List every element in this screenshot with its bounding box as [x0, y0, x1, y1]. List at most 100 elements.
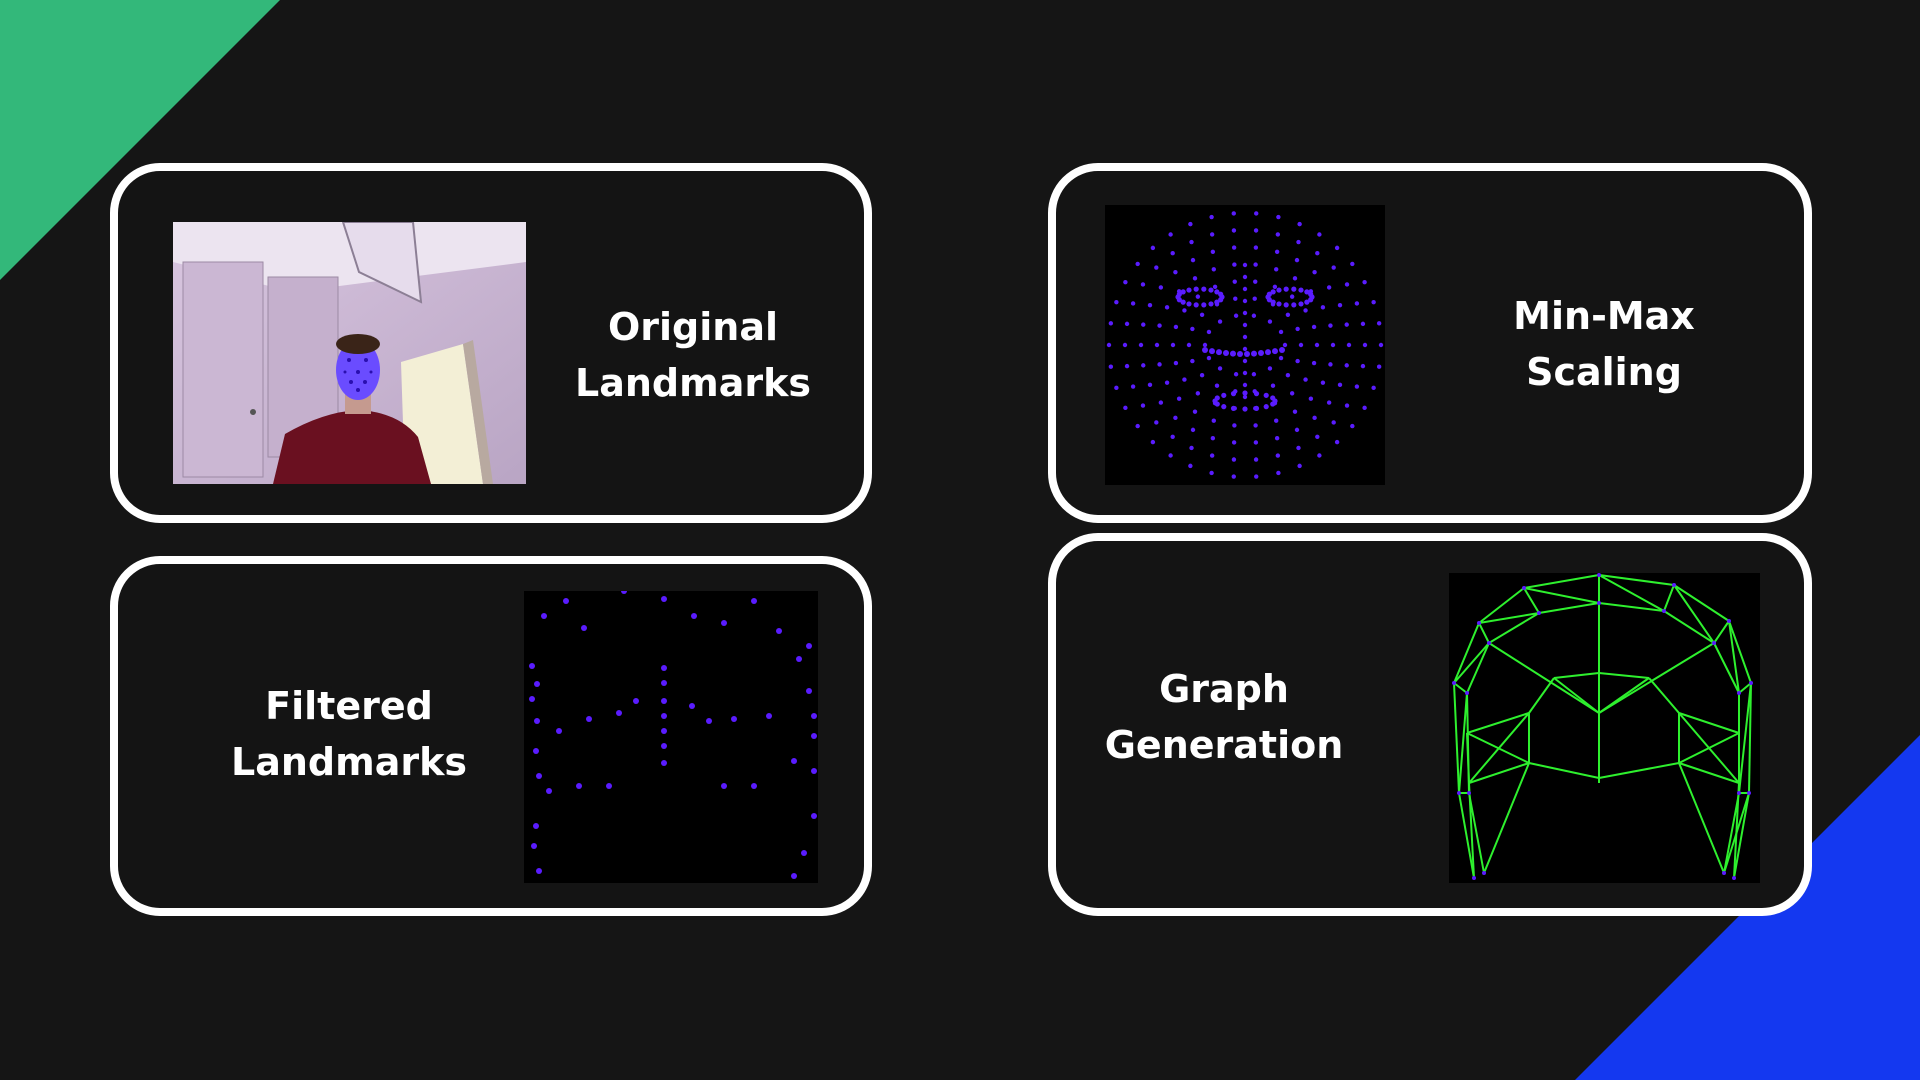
landmark-dot: [1272, 284, 1278, 289]
landmark-dot: [1252, 296, 1257, 301]
landmark-dot: [1465, 691, 1469, 695]
landmark-dot: [534, 718, 540, 724]
landmark-dot: [1208, 287, 1214, 293]
landmark-dot: [1232, 423, 1237, 428]
graph-edge: [1748, 682, 1752, 794]
landmark-dot: [1253, 440, 1259, 445]
landmark-dot: [1315, 251, 1320, 256]
landmark-dot: [1308, 396, 1314, 401]
landmark-dot: [1210, 436, 1216, 441]
landmark-dot: [1537, 611, 1541, 615]
landmark-dot: [1737, 791, 1741, 795]
landmark-dot: [1344, 363, 1349, 368]
landmark-dot: [1376, 321, 1382, 326]
graph-edge: [1663, 584, 1675, 612]
landmark-dot: [1303, 377, 1308, 382]
landmark-dot: [1158, 400, 1164, 405]
landmark-dot: [1192, 409, 1198, 414]
graph-edge: [1728, 620, 1740, 694]
landmark-dot: [661, 728, 667, 734]
landmark-dot: [751, 783, 757, 789]
graph-edge: [1598, 574, 1665, 612]
landmark-dot: [806, 688, 812, 694]
landmark-dot: [1237, 350, 1243, 357]
landmark-dot: [1487, 641, 1491, 645]
landmark-dot: [534, 681, 540, 687]
landmark-dot: [1206, 355, 1212, 361]
landmark-dot: [661, 596, 667, 602]
landmark-dot: [1140, 403, 1146, 408]
graph-edge: [1453, 682, 1460, 794]
landmark-dot: [1482, 871, 1486, 875]
landmark-dot: [1311, 324, 1317, 330]
landmark-dot: [689, 703, 695, 709]
landmark-dot: [1231, 245, 1237, 250]
landmark-dot: [1376, 364, 1382, 369]
graph-edge: [1598, 677, 1650, 714]
label-original-landmarks: Original Landmarks: [575, 305, 811, 405]
landmark-dot: [1180, 299, 1186, 305]
landmark-dot: [1242, 406, 1248, 412]
label-graph-generation: Graph Generation: [1104, 667, 1344, 767]
landmark-dot: [1298, 287, 1304, 293]
graph-edge: [1673, 584, 1715, 644]
graph-edge: [1598, 642, 1715, 714]
landmark-dot: [1371, 385, 1376, 391]
landmark-dot: [1308, 291, 1314, 297]
graph-edge: [1738, 682, 1752, 694]
landmark-dot: [1334, 245, 1340, 251]
graph-edge: [1713, 642, 1740, 694]
landmark-dot: [661, 680, 667, 686]
landmark-dot: [1216, 349, 1222, 356]
landmark-dot: [661, 743, 667, 749]
landmark-dot: [1276, 470, 1281, 476]
landmark-dot: [1233, 313, 1239, 318]
landmark-dot: [1201, 302, 1207, 308]
landmark-dot: [1186, 287, 1192, 293]
landmark-dot: [1147, 302, 1153, 308]
landmark-dot: [811, 813, 817, 819]
landmark-dot: [1294, 427, 1300, 433]
graph-edge: [1723, 792, 1740, 874]
landmark-dot: [1279, 347, 1285, 353]
graph-edge: [1466, 732, 1470, 784]
landmark-dot: [1294, 257, 1300, 263]
landmark-dot: [791, 758, 797, 764]
graph-edge: [1468, 782, 1475, 879]
landmark-dot: [791, 873, 797, 879]
landmark-dot: [1291, 302, 1297, 308]
landmark-dot: [811, 768, 817, 774]
landmark-dot: [1164, 305, 1170, 310]
landmark-dot: [1154, 342, 1160, 348]
landmark-dot: [1186, 342, 1192, 348]
landmark-dot: [1180, 289, 1186, 295]
landmark-dot: [1253, 457, 1259, 462]
landmark-dot: [1727, 619, 1731, 623]
landmark-dot: [1189, 445, 1194, 451]
landmark-dot: [1157, 362, 1162, 367]
landmark-dot: [1285, 312, 1291, 317]
landmark-dot: [1231, 211, 1236, 216]
landmark-dot: [766, 713, 772, 719]
landmark-dot: [1472, 876, 1476, 880]
landmark-dot: [1242, 370, 1248, 376]
landmark-dot: [691, 613, 697, 619]
landmark-dot: [661, 760, 667, 766]
landmark-dot: [581, 625, 587, 631]
landmark-dot: [1193, 286, 1199, 292]
landmark-dot: [1242, 322, 1248, 328]
graph-edge: [1713, 620, 1730, 644]
landmark-dot: [1251, 350, 1257, 357]
landmark-dot: [1130, 301, 1136, 306]
landmark-dot: [1320, 380, 1326, 385]
landmark-dot: [1138, 342, 1144, 348]
landmark-dot: [1150, 439, 1156, 445]
landmark-dot: [1212, 284, 1218, 289]
graph-edge: [1488, 612, 1540, 644]
landmark-dot: [1274, 249, 1280, 254]
landmark-dot: [1346, 342, 1352, 348]
landmark-dot: [1190, 257, 1196, 263]
landmark-dot: [806, 643, 812, 649]
landmark-dot: [1141, 363, 1146, 368]
landmark-dot: [1123, 279, 1128, 285]
